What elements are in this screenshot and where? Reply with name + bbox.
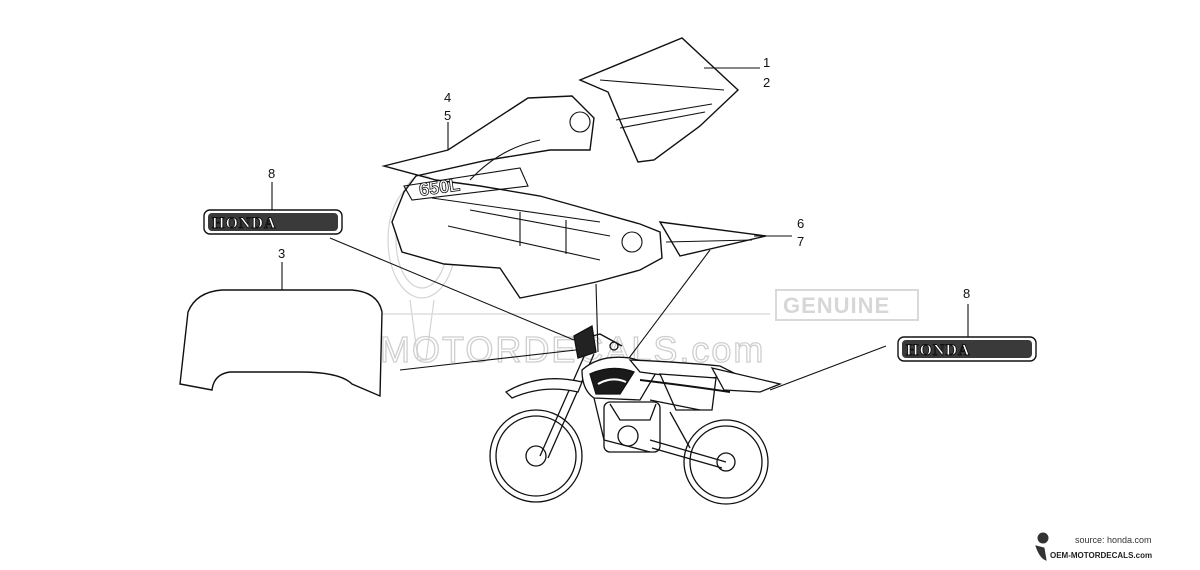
watermark-genuine-box: [775, 289, 919, 321]
callout-6: 6: [797, 216, 804, 231]
svg-text:HONDA: HONDA: [212, 215, 277, 232]
callout-8-left: 8: [268, 166, 275, 181]
decal-seat-panel-3: [179, 289, 383, 398]
decal-side-shroud-4-5: 650L: [381, 95, 663, 299]
callout-8-right: 8: [963, 286, 970, 301]
svg-text:HONDA: HONDA: [906, 342, 971, 359]
callout-1: 1: [763, 55, 770, 70]
callout-3: 3: [278, 246, 285, 261]
decal-shroud-1-2: [578, 37, 740, 163]
source-brand: OEM-MOTORDECALS.com: [1050, 551, 1152, 560]
watermark-genuine: GENUINE: [783, 293, 890, 318]
source-text: source: honda.com: [1075, 535, 1152, 545]
callout-7: 7: [797, 234, 804, 249]
motorcycle-illustration: [489, 324, 783, 505]
decal-stripe-6-7: [658, 221, 767, 257]
leader-lines-bike: [329, 237, 887, 391]
source-badge: source: honda.com OEM-MOTORDECALS.com: [1035, 532, 1152, 561]
callout-2: 2: [763, 75, 770, 90]
rider-logo-icon: [1035, 532, 1049, 561]
callout-4: 4: [444, 90, 451, 105]
callout-5: 5: [444, 108, 451, 123]
emblem-honda-left: HONDA: [203, 209, 343, 235]
emblem-honda-right: HONDA: [897, 336, 1037, 362]
